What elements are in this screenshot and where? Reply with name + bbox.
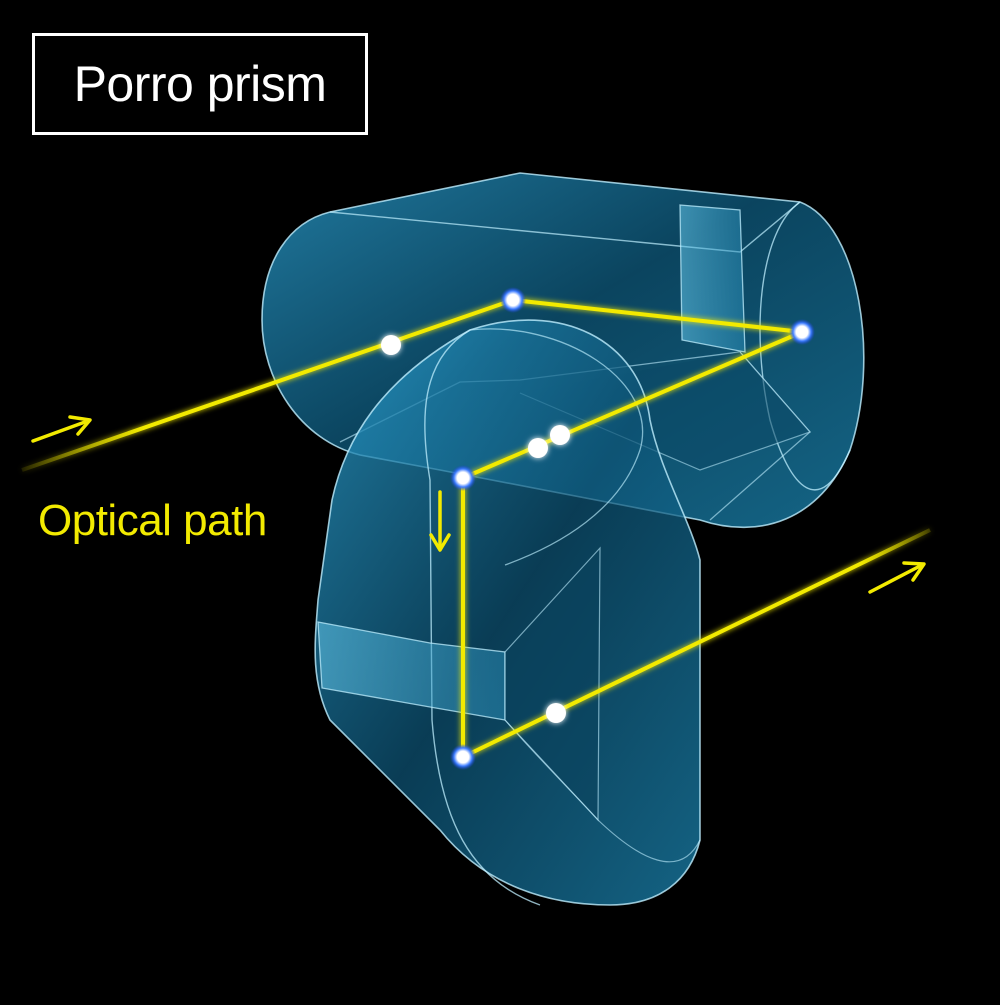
arrow-right-icon [868,561,926,594]
reflection-point-icon [450,744,476,770]
beam-diagonal [462,330,803,480]
reflection-points [381,287,815,770]
transmission-point-icon [381,335,401,355]
transmission-point-icon [550,425,570,445]
lower-prism [314,319,701,906]
arrow-down-icon [429,490,451,552]
reflection-point-icon [789,319,815,345]
upper-prism-window [679,204,746,353]
beam-outgoing [462,528,931,759]
page-title: Porro prism [32,33,368,135]
reflection-point-icon [450,465,476,491]
reflection-point-icon [500,287,526,313]
beam-incoming [21,298,514,472]
lower-prism-oval-edge [424,329,541,906]
transmission-point-icon [528,438,548,458]
direction-arrows [31,415,926,594]
optical-path-label: Optical path [38,496,267,545]
arrow-right-icon [31,415,92,443]
transmission-point-icon [546,703,566,723]
lower-prism-curve [469,328,643,566]
beam-top-crossing [512,298,803,334]
lower-prism-bottom-edge [504,719,701,863]
lower-prism-body [314,319,701,906]
optical-path [21,298,931,759]
